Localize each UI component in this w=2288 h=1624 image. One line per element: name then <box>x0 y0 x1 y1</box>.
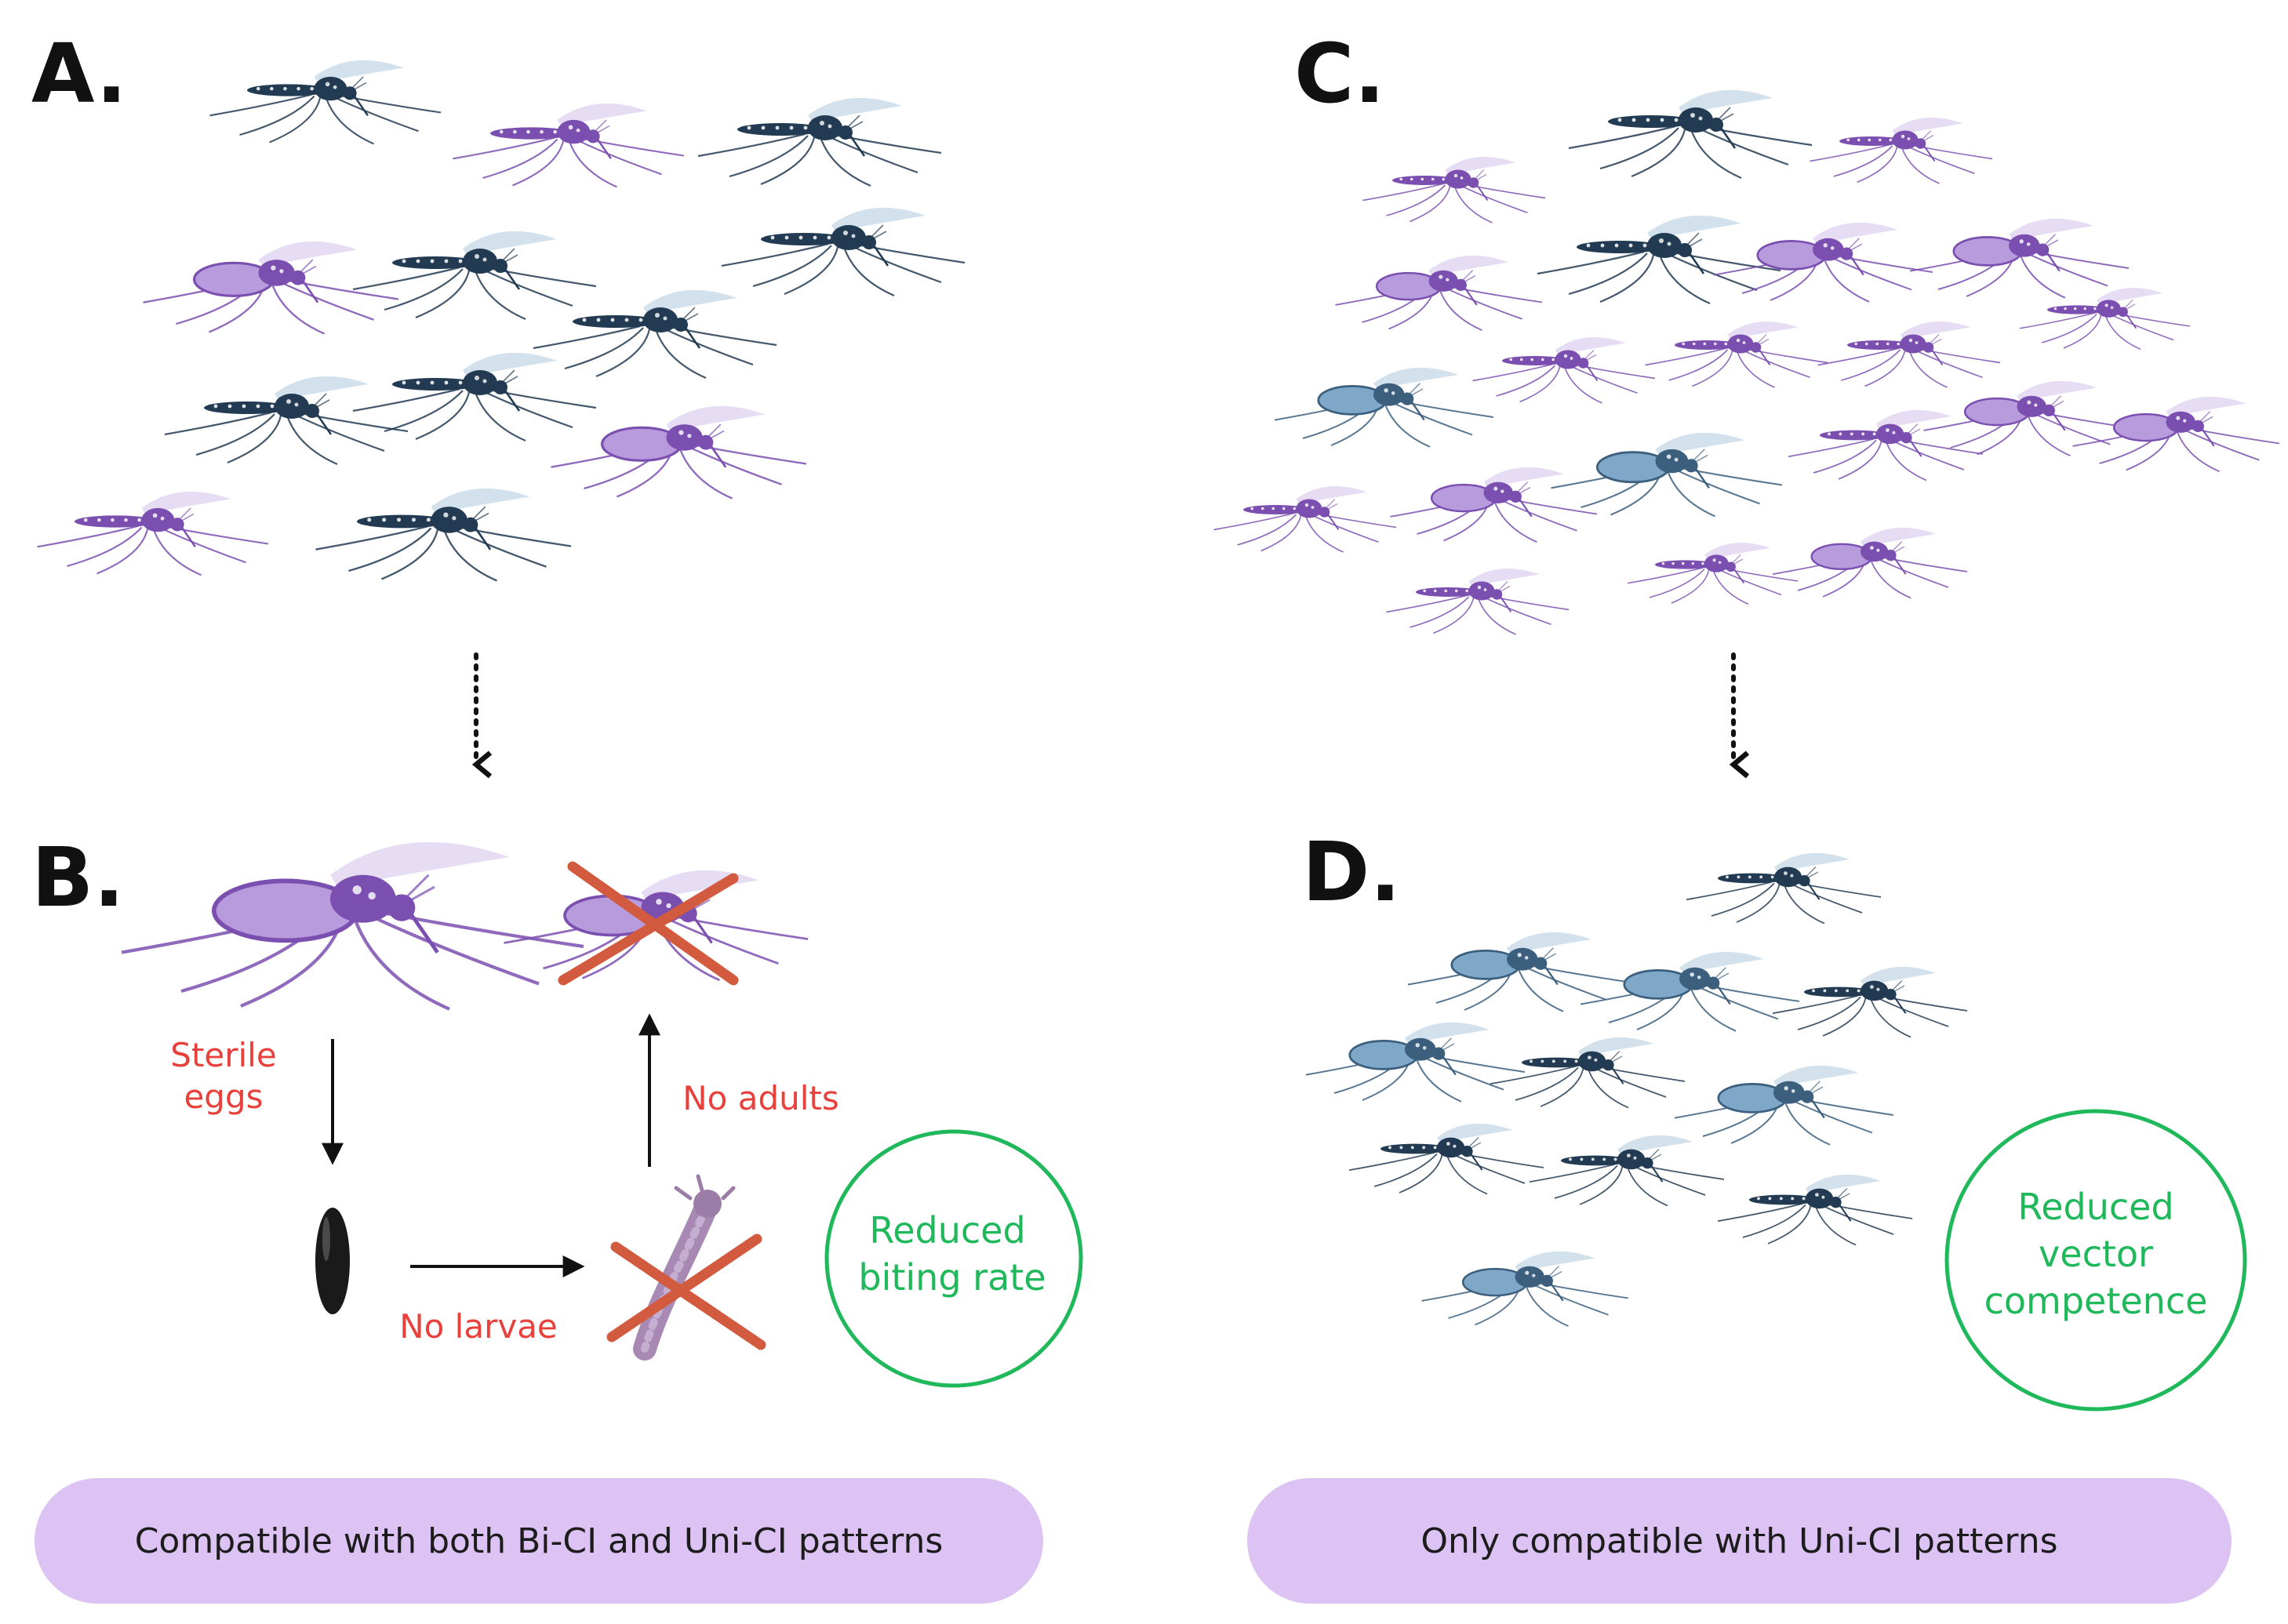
mosquito-icon <box>1788 409 1984 481</box>
mosquito-icon <box>1627 542 1799 605</box>
mosquito-population-d <box>1305 852 1968 1328</box>
mosquito-icon <box>1472 336 1656 404</box>
mosquito-icon <box>164 376 409 466</box>
mosquito-icon <box>533 289 777 380</box>
mosquito-icon <box>1772 966 1968 1038</box>
mosquito-icon <box>721 207 966 297</box>
mosquito-icon <box>1335 255 1543 332</box>
mosquito-icon <box>551 405 807 500</box>
mosquito-icon <box>1713 222 1933 303</box>
mosquito-icon <box>1645 321 1828 388</box>
banner-right: Only compatible with Uni-CI patterns <box>1247 1478 2232 1604</box>
mosquito-icon <box>352 352 597 442</box>
mosquito-icon <box>1580 951 1800 1032</box>
mosquito-icon <box>37 491 269 576</box>
mosquito-population-c <box>1213 89 2280 635</box>
mosquito-icon <box>1386 568 1570 635</box>
mosquito-icon <box>1686 852 1882 925</box>
mosquito-icon <box>1717 1174 1913 1246</box>
outcome-d-line3: competence <box>1984 1280 2208 1322</box>
banner-left: Compatible with both Bi-CI and Uni-CI pa… <box>35 1478 1043 1604</box>
larva-cross-icon <box>606 1233 766 1350</box>
mosquito-icon <box>1810 117 1993 184</box>
outcome-b-line2: biting rate <box>858 1256 1046 1299</box>
mosquito-icon <box>1923 380 2131 457</box>
outcome-circle-b <box>824 1129 1083 1388</box>
no-adults-label: No adults <box>682 1079 839 1117</box>
mosquito-icon <box>1772 527 1968 599</box>
mosquito-icon <box>1529 1135 1725 1207</box>
mosquito-icon <box>1274 367 1494 448</box>
panel-label-a: A. <box>31 26 127 122</box>
mosquito-icon <box>1213 485 1397 553</box>
mosquito-icon <box>2019 287 2191 351</box>
mosquito-icon <box>1490 1037 1686 1109</box>
mosquito-icon <box>143 241 399 335</box>
outcome-d-line1: Reduced <box>2017 1186 2173 1228</box>
outcome-b-line1: Reduced <box>869 1209 1025 1252</box>
larva-icon <box>633 1174 736 1361</box>
mosquito-icon <box>209 60 442 145</box>
mosquito-population-a <box>37 60 966 582</box>
panel-label-d: D. <box>1302 824 1401 920</box>
panel-label-c: C. <box>1294 26 1385 122</box>
mosquito-icon <box>1537 215 1781 305</box>
outcome-d-line2: vector <box>2039 1233 2153 1275</box>
mosquito-icon <box>1390 467 1598 543</box>
egg-highlight <box>322 1217 330 1261</box>
outcome-circle-d <box>1944 1109 2247 1411</box>
mosquito-icon <box>1551 432 1783 518</box>
mosquito-icon <box>121 841 584 1011</box>
mosquito-icon <box>315 488 572 582</box>
no-larvae-label: No larvae <box>399 1307 558 1346</box>
mosquito-icon <box>1362 156 1546 223</box>
mosquito-icon <box>453 103 685 188</box>
mosquito-icon <box>352 231 597 321</box>
sterile-eggs-line2: eggs <box>184 1077 263 1116</box>
mosquito-icon <box>1348 1123 1544 1195</box>
mosquito-icon <box>2072 396 2280 473</box>
mosquito-icon <box>1568 89 1813 180</box>
mosquito-icon <box>1817 321 2001 388</box>
mosquito-icon <box>1407 932 1628 1012</box>
adult-cross-icon <box>558 861 739 986</box>
mosquito-icon <box>697 97 942 187</box>
panel-label-b: B. <box>31 830 125 925</box>
egg-icon <box>315 1208 350 1314</box>
mosquito-icon <box>1674 1065 1894 1146</box>
mosquito-icon <box>1909 218 2130 299</box>
mosquito-icon <box>1421 1251 1629 1328</box>
mosquito-icon <box>1305 1022 1526 1103</box>
mosquito-pair-b <box>121 841 809 1011</box>
sterile-eggs-line1: Sterile <box>170 1036 276 1074</box>
